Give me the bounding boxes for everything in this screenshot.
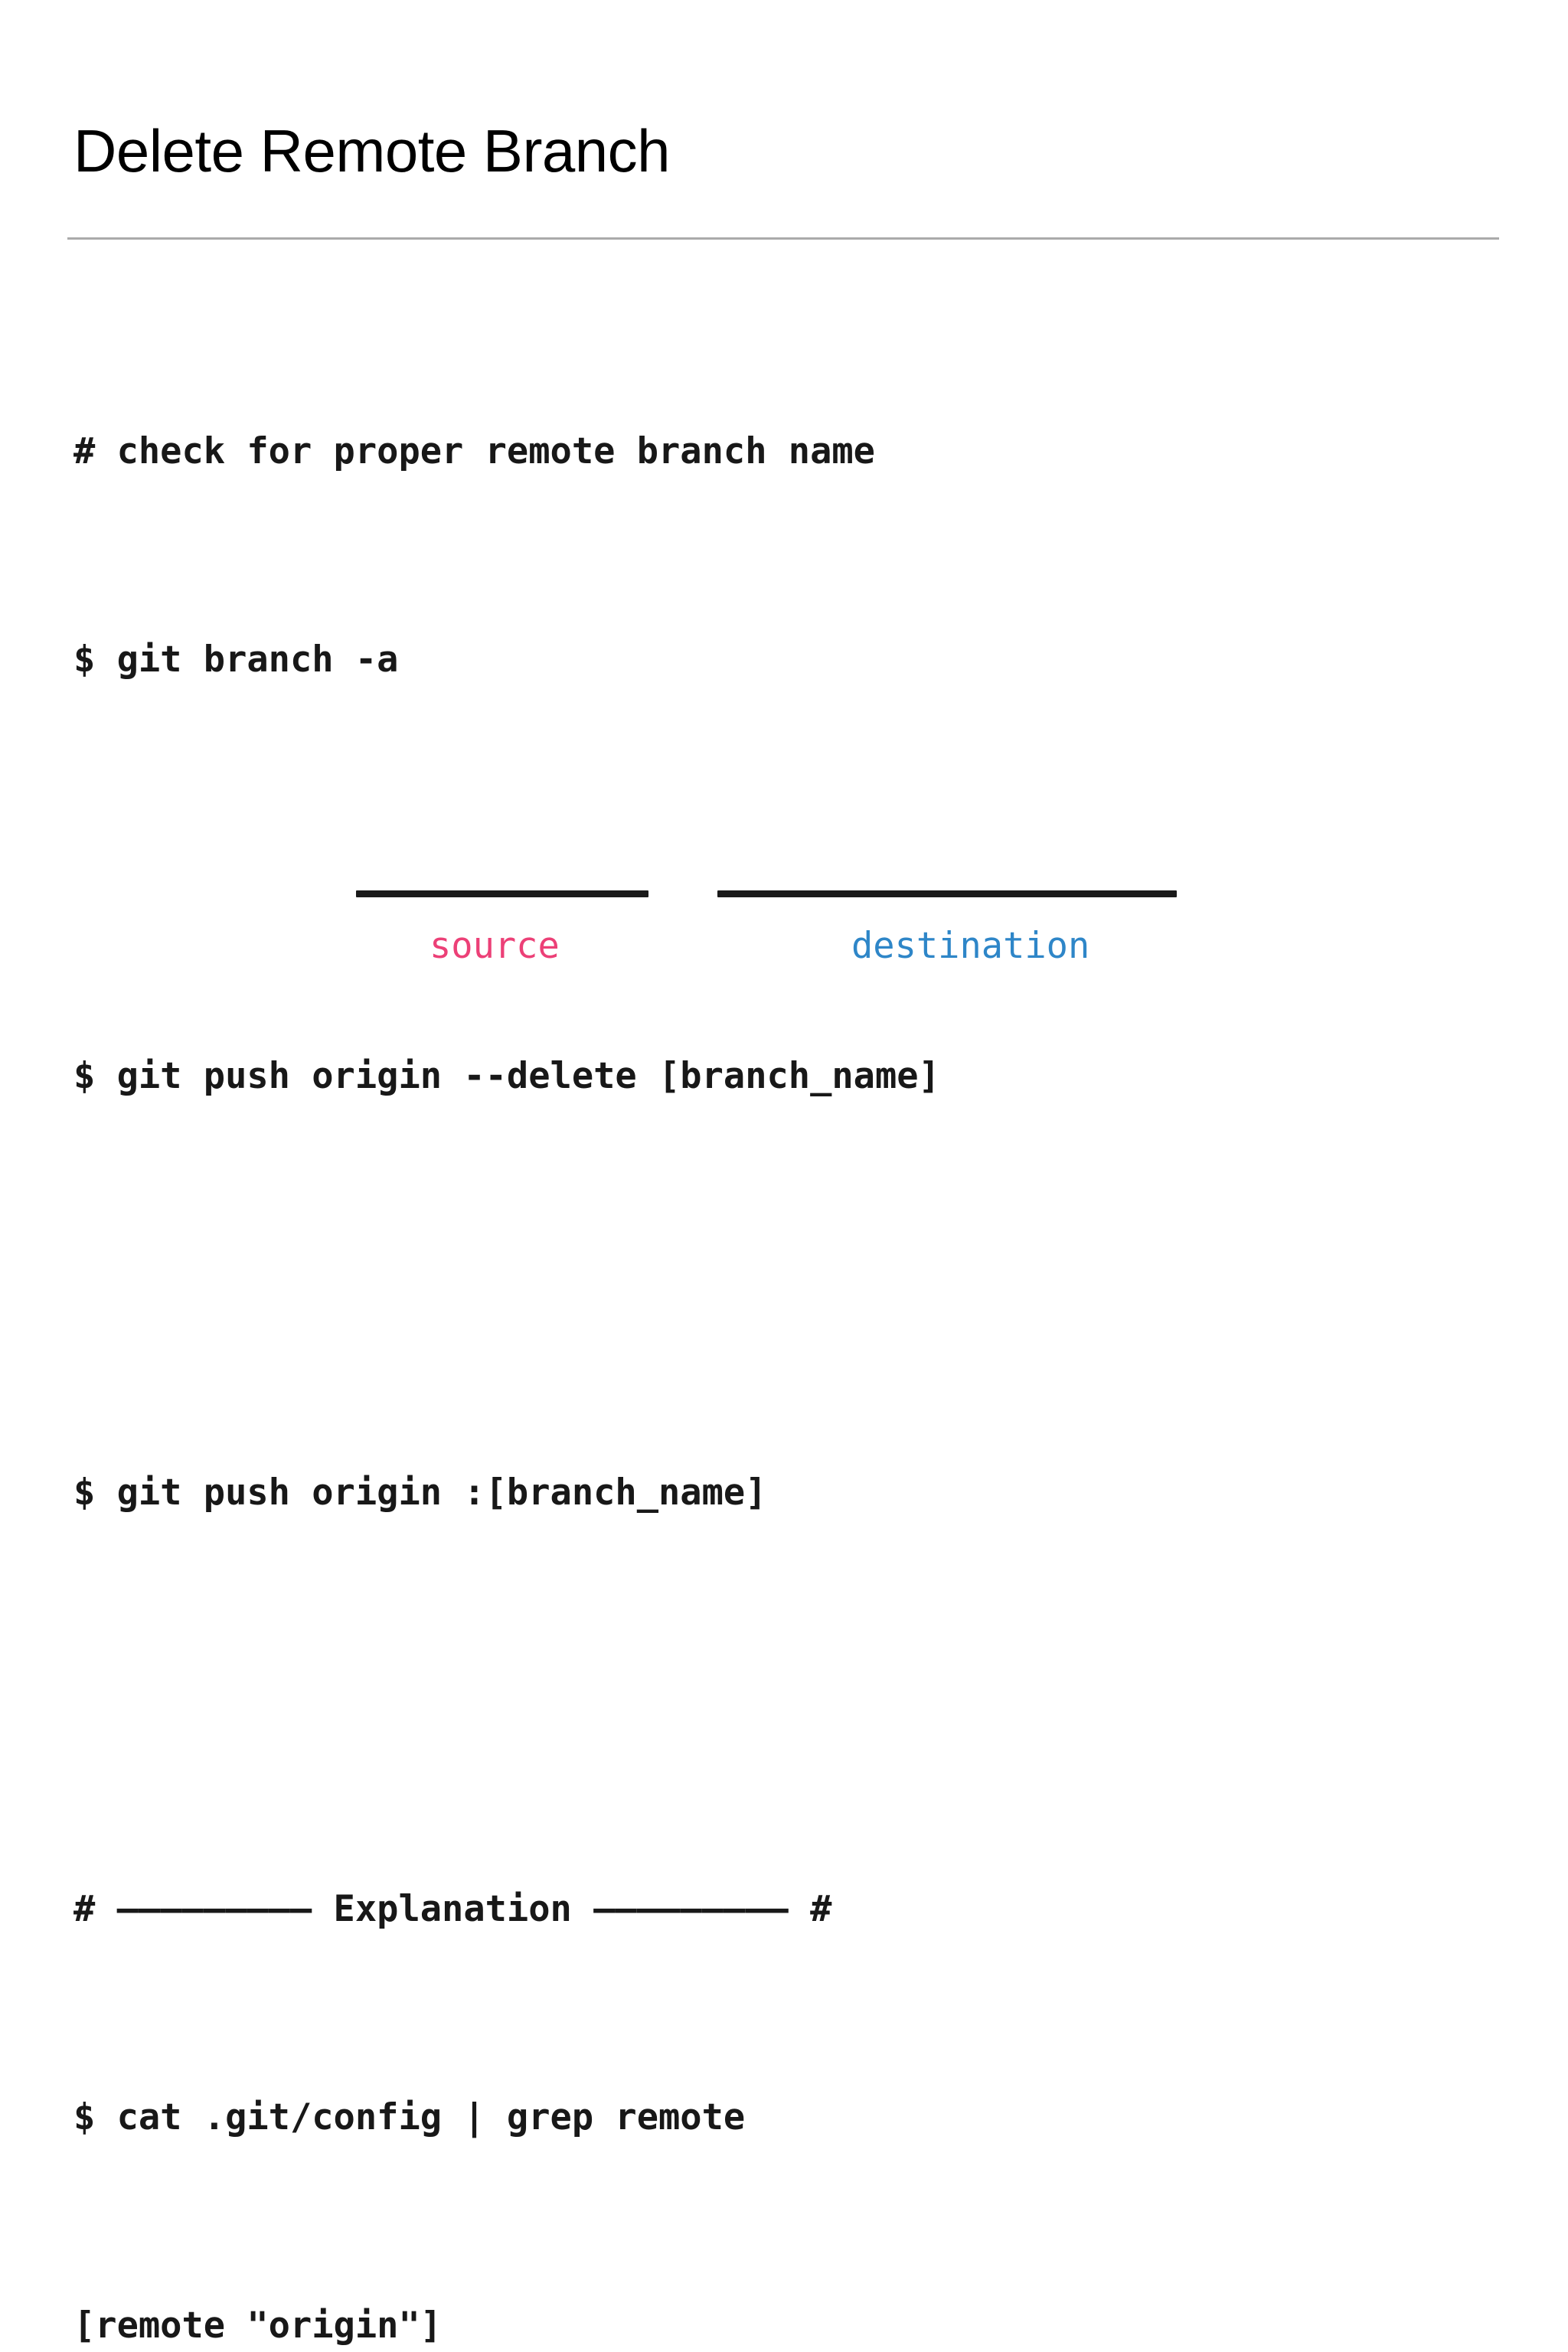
code-line-blank-2 [74,1259,1513,1311]
code-line-cat-config: $ cat .git/config | grep remote [74,2096,746,2138]
title-divider [67,237,1499,240]
source-underline-bar [356,890,648,897]
code-line-git-branch-a: $ git branch -a [74,639,399,681]
code-line-blank-3 [74,1675,1513,1727]
code-line-push-colon: $ git push origin :[branch_name] [74,1472,767,1514]
source-annotation-label: source [430,925,560,967]
destination-underline-bar [717,890,1177,897]
page-title: Delete Remote Branch [74,117,671,185]
code-line-explanation-rule: # ————————— Explanation ————————— # [74,1888,832,1930]
code-block: # check for proper remote branch name $ … [74,270,1513,2352]
destination-annotation-label: destination [851,925,1090,967]
code-line-comment-check: # check for proper remote branch name [74,430,875,472]
code-line-blank-1 [74,842,1513,894]
code-line-remote-origin: [remote "origin"] [74,2305,443,2347]
code-line-push-delete: $ git push origin --delete [branch_name] [74,1055,940,1097]
slide: Delete Remote Branch # check for proper … [67,117,1499,2347]
